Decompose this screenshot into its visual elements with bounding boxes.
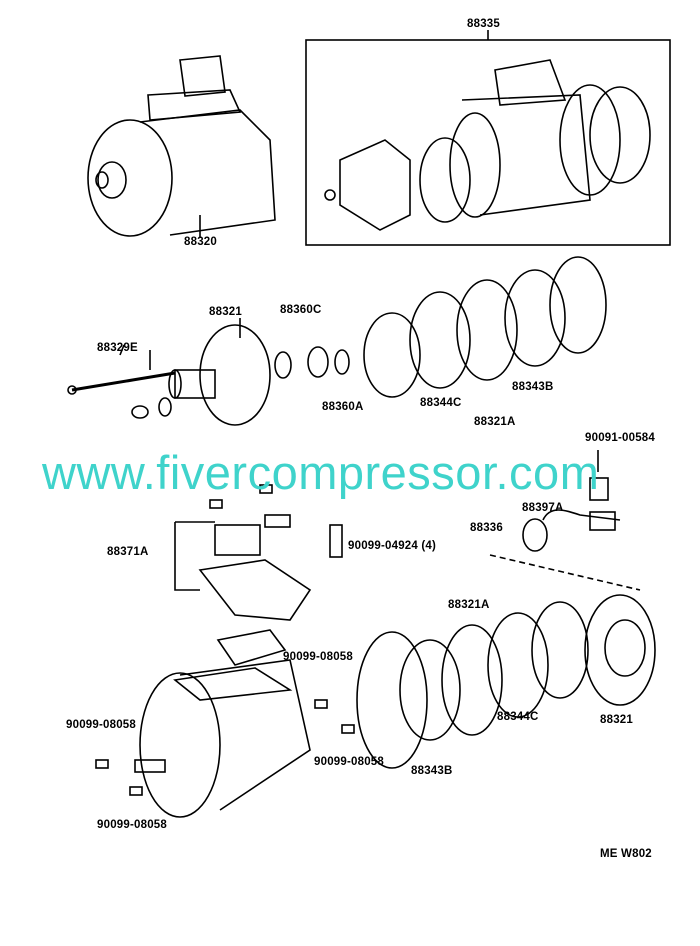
- label-88336: 88336: [470, 522, 503, 534]
- drawing-code: ME W802: [600, 848, 652, 860]
- label-90099-08058-b: 90099-08058: [66, 719, 136, 731]
- label-88360a: 88360A: [322, 401, 364, 413]
- label-90091-00584: 90091-00584: [585, 432, 655, 444]
- label-88397a: 88397A: [522, 502, 564, 514]
- label-88371a: 88371A: [107, 546, 149, 558]
- thermo-switch-drawing: [489, 450, 641, 591]
- label-90099-04924: 90099-04924 (4): [348, 540, 437, 552]
- label-90099-08058-a: 90099-08058: [283, 651, 353, 663]
- label-88343b-front: 88343B: [512, 381, 554, 393]
- watermark: www.fivercompressor.com: [42, 446, 600, 499]
- label-88321-rear: 88321: [600, 714, 633, 726]
- label-90099-08058-c: 90099-08058: [314, 756, 384, 768]
- label-88344c-front: 88344C: [420, 397, 462, 409]
- label-88335: 88335: [467, 18, 500, 30]
- rear-compressor-drawing: [95, 659, 355, 818]
- kit-exploded-drawing: [324, 59, 651, 231]
- label-88329e: 88329E: [97, 342, 138, 354]
- valve-discs-front-drawing: [363, 256, 607, 398]
- valve-discs-rear-drawing: [356, 594, 656, 769]
- label-88344c-rear: 88344C: [497, 711, 539, 723]
- label-88321-front: 88321: [209, 306, 242, 318]
- label-90099-08058-d: 90099-08058: [97, 819, 167, 831]
- label-88321a-front: 88321A: [474, 416, 516, 428]
- front-housing-drawing: [67, 318, 350, 426]
- label-88360c: 88360C: [280, 304, 322, 316]
- compressor-assembly-drawing: [87, 55, 276, 238]
- label-88343b-rear: 88343B: [411, 765, 453, 777]
- label-88321a-rear: 88321A: [448, 599, 490, 611]
- service-valve-drawing: [174, 484, 343, 666]
- label-88320: 88320: [184, 236, 217, 248]
